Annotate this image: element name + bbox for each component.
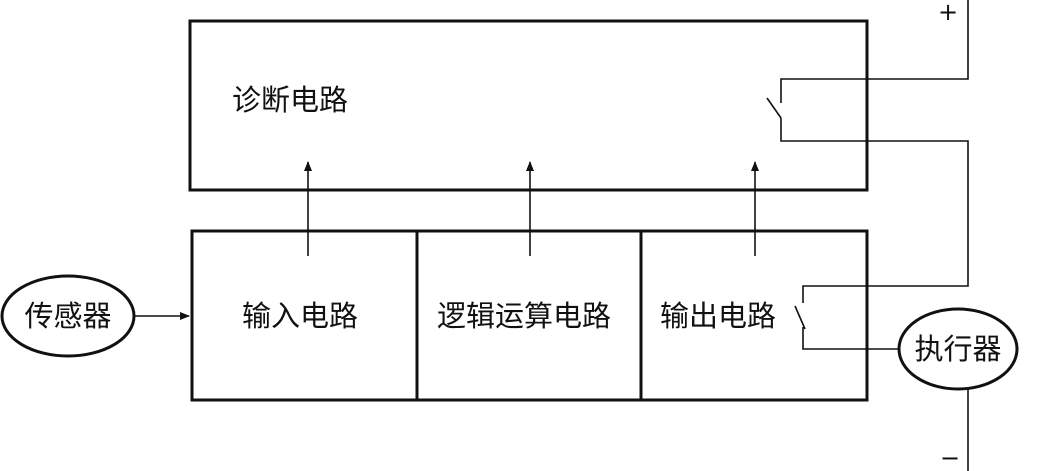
output-switch [794,305,806,330]
input-circuit-label: 输入电路 [242,299,358,333]
output-circuit-label: 输出电路 [660,299,776,333]
negative-terminal-sign: − [940,444,960,471]
output-to-actuator-wire [802,327,899,350]
diagnostic-circuit-label: 诊断电路 [232,83,348,117]
processing-block [190,229,869,402]
diagnostic-switch [766,97,782,119]
actuator-label: 执行器 [914,332,1001,366]
positive-rail-wire [780,0,969,103]
logic-circuit-label: 逻辑运算电路 [437,299,611,333]
switch-series-wire [780,118,969,303]
positive-terminal-sign: + [938,0,958,26]
sensor-label: 传感器 [24,299,111,333]
